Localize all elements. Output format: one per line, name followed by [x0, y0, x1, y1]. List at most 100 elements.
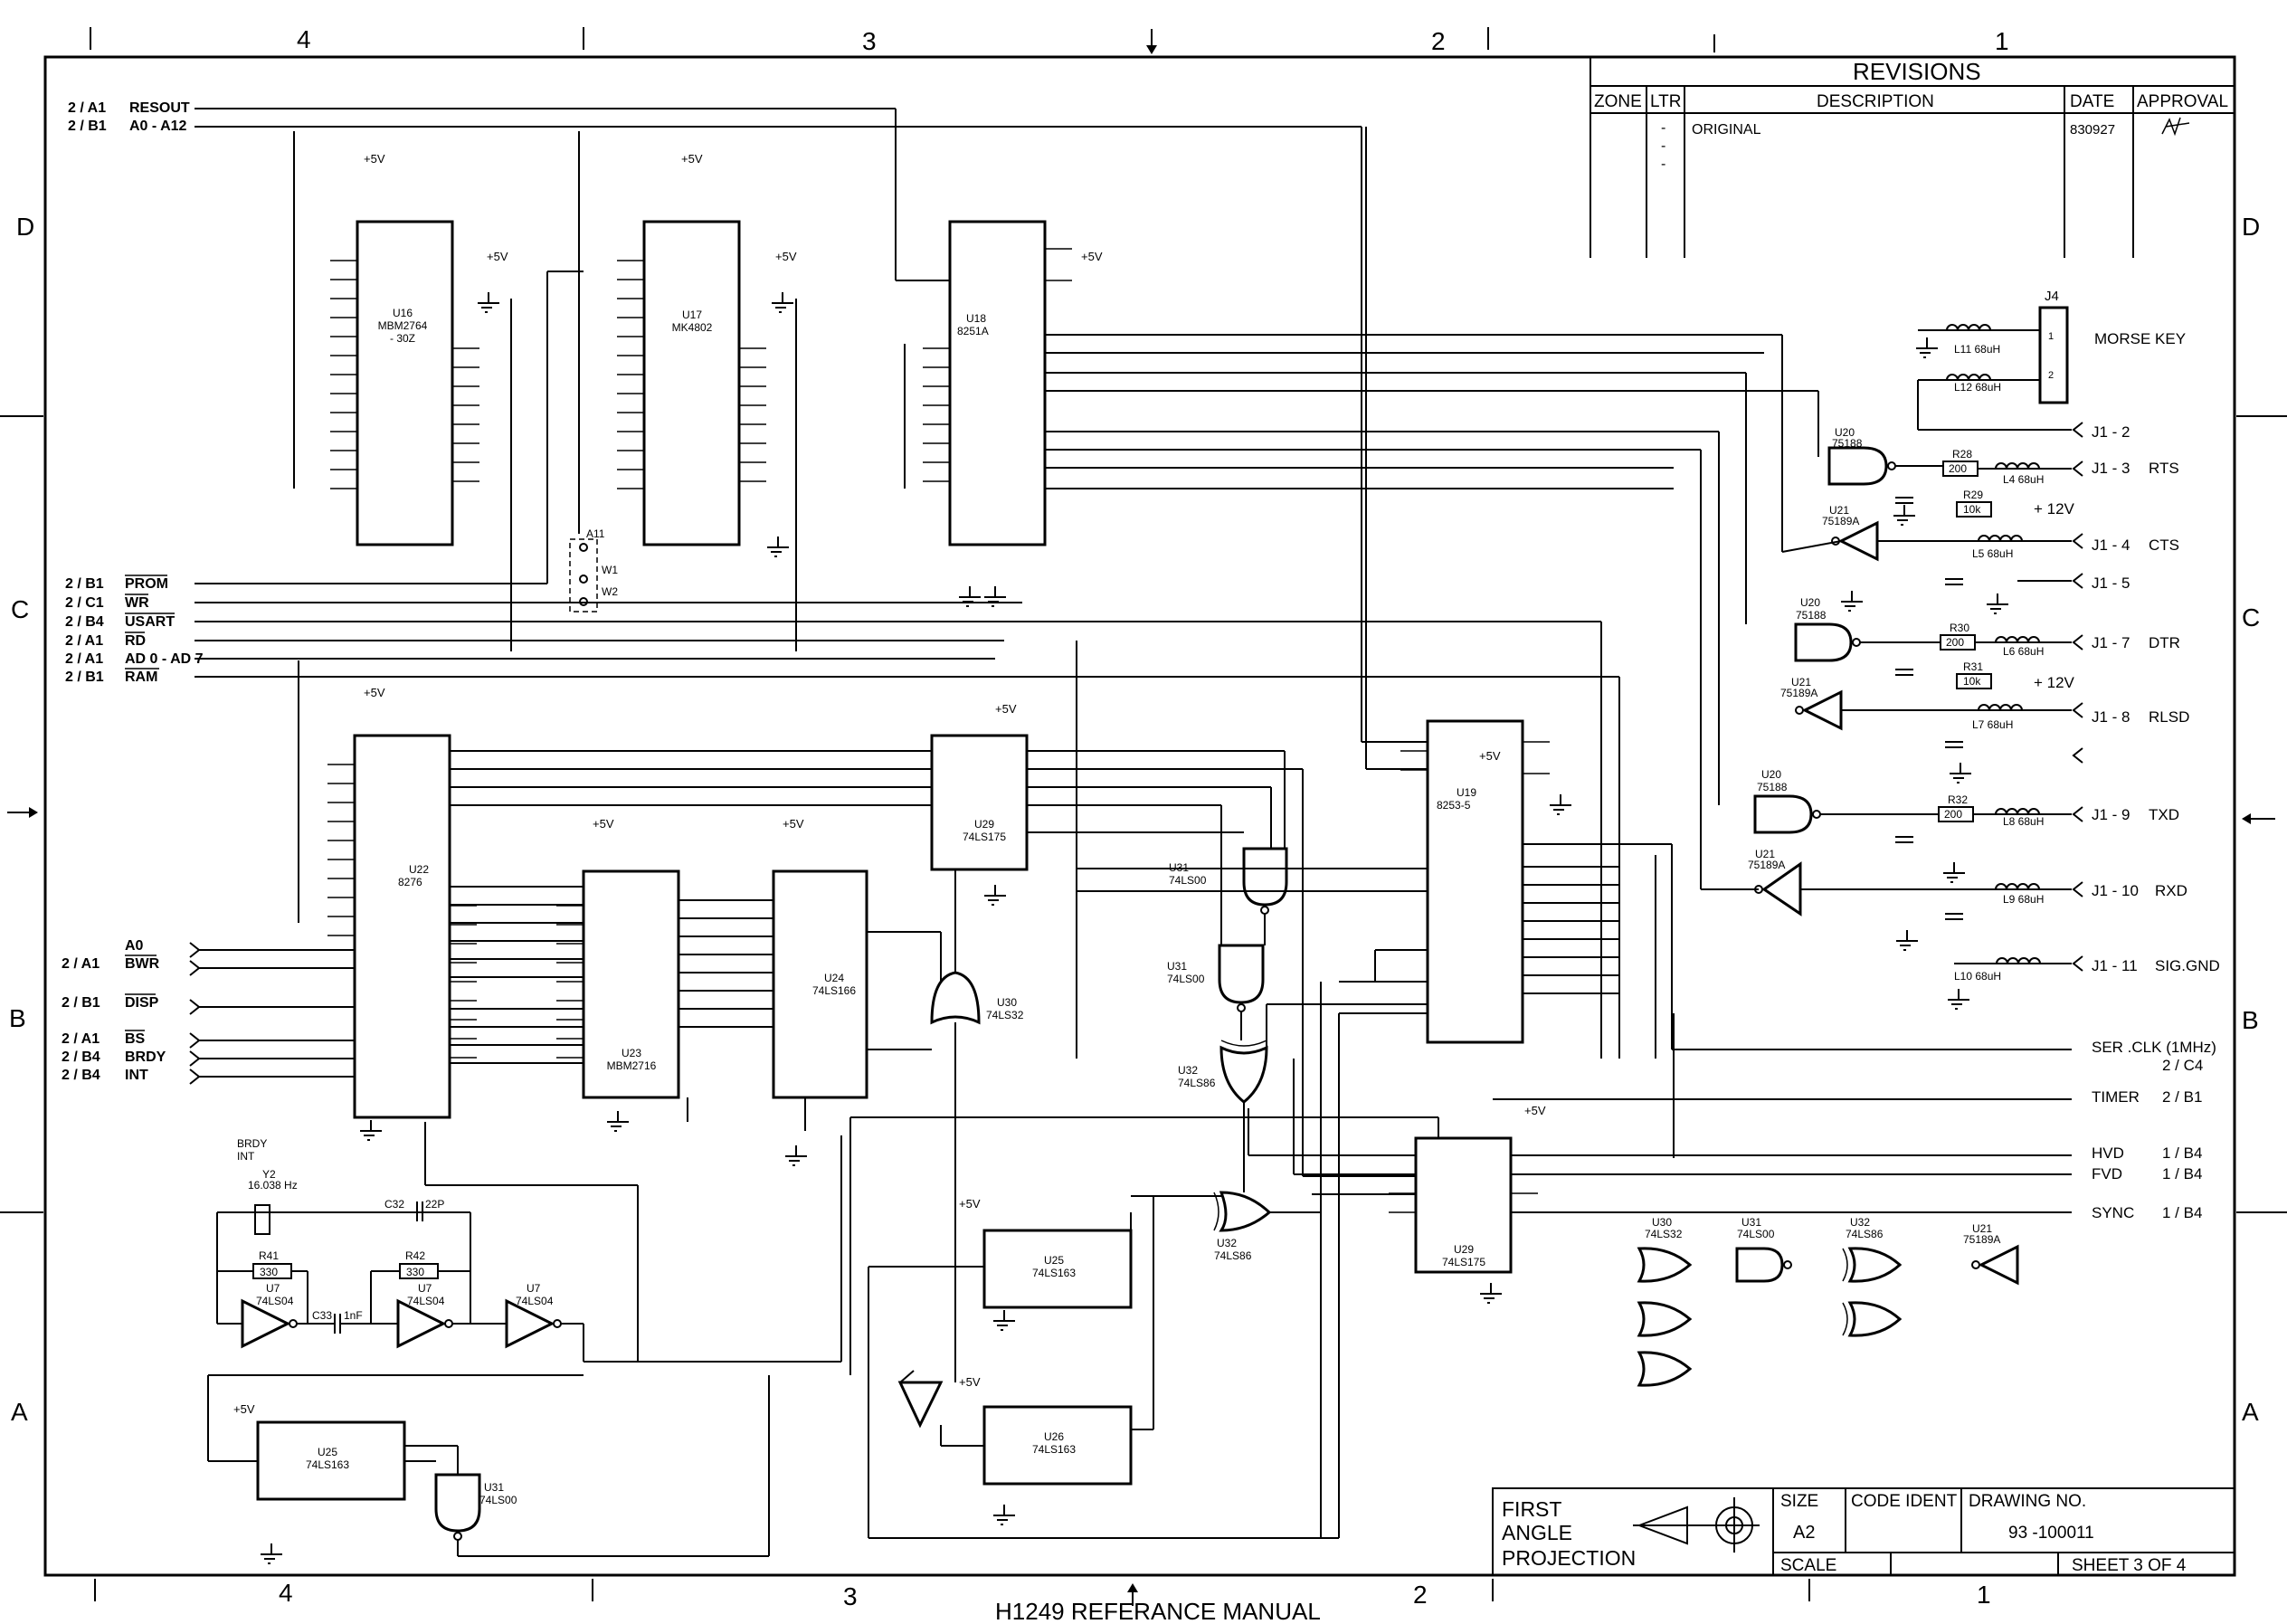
- capacitor-symbols: [1895, 497, 1963, 920]
- gate-u31c: U31 74LS00: [434, 1473, 517, 1541]
- ic-u22: U22 8276: [353, 734, 451, 1119]
- revisions-block: REVISIONS ZONE LTR DESCRIPTION DATE APPR…: [1590, 57, 2235, 258]
- inductor-icon: [1946, 324, 1991, 331]
- serial-passives: R28 200 R29 10k + 12V R30 200 R31 10k + …: [1938, 343, 2075, 983]
- l8-label: L8 68uH: [2003, 815, 2044, 828]
- c32-value: 22P: [425, 1198, 444, 1211]
- ic-u16: U16 MBM2764 - 30Z: [356, 220, 454, 546]
- sig-address-bus: A0 - A12: [129, 119, 187, 134]
- ic-u25a: U25 74LS163: [982, 1229, 1133, 1309]
- ic-u24: U24 74LS166: [772, 869, 868, 1099]
- zone-col-bottom-2: 2: [1413, 1581, 1428, 1609]
- title-block: FIRST ANGLE PROJECTION SIZE A2 CODE IDEN…: [1492, 1487, 2235, 1576]
- connector-chevron-icon: [2072, 881, 2083, 897]
- out-ser-clk: SER .CLK (1MHz): [2092, 1039, 2216, 1056]
- ic-u19: U19 8253-5: [1426, 719, 1524, 1044]
- buffer-u21c: U21 75189A: [1748, 848, 1802, 916]
- drawing-border: [43, 55, 2236, 1577]
- sig-ref-disp: 2 / B1: [62, 995, 100, 1011]
- r28-value: 200: [1949, 462, 1967, 475]
- plus5-label: +5V: [233, 1402, 255, 1416]
- u7a-part: 74LS04: [256, 1295, 294, 1307]
- zone-row-right-c: C: [2242, 603, 2260, 632]
- u30-part: 74LS32: [986, 1009, 1024, 1021]
- sig-bwr: BWR: [125, 956, 160, 972]
- connector-chevron-icon: [2072, 747, 2083, 764]
- scale-label: SCALE: [1780, 1556, 1836, 1575]
- ground-icon: [959, 586, 981, 607]
- jumper-w2-label: W2: [602, 585, 618, 598]
- j1-10-signal: RXD: [2155, 882, 2187, 899]
- sheet-number: SHEET 3 OF 4: [2072, 1556, 2187, 1575]
- out-hvd: HVD: [2092, 1144, 2124, 1162]
- sig-ref-resout: 2 / A1: [68, 100, 106, 116]
- u18-ref: U18: [966, 312, 986, 325]
- j4-ref: J4: [2045, 289, 2059, 304]
- plus5-label: +5V: [959, 1375, 981, 1389]
- spare-u32-ref: U32: [1850, 1216, 1870, 1229]
- spare-u31-ref: U31: [1741, 1216, 1761, 1229]
- out-timer-ref: 2 / B1: [2162, 1088, 2202, 1106]
- resistor-r31: [1956, 673, 1992, 689]
- ground-symbols: [261, 292, 2008, 1564]
- crystal-y2: [254, 1204, 270, 1235]
- zone-row-right-b: B: [2242, 1006, 2259, 1034]
- footer-title: H1249 REFERANCE MANUAL: [995, 1598, 1321, 1624]
- u23-ref: U23: [622, 1047, 641, 1059]
- spare-u30-part: 74LS32: [1645, 1228, 1683, 1240]
- gate-u20c: U20 75188: [1753, 768, 1821, 834]
- u32b-part: 74LS86: [1214, 1249, 1252, 1262]
- u7b-part: 74LS04: [407, 1295, 445, 1307]
- r32-ref: R32: [1948, 793, 1968, 806]
- u17-part: MK4802: [672, 321, 713, 334]
- ground-icon: [1916, 337, 1938, 358]
- input-chevron-icon: [189, 1068, 355, 1085]
- zone-col-bottom-1: 1: [1977, 1581, 1991, 1609]
- ic-u29a: U29 74LS175: [930, 734, 1029, 871]
- out-fvd: FVD: [2092, 1165, 2122, 1182]
- rev-date: 830927: [2070, 122, 2115, 138]
- u23-part: MBM2716: [607, 1059, 657, 1072]
- u16-sub: - 30Z: [390, 332, 415, 345]
- gate-u32a: U32 74LS86: [1178, 1040, 1268, 1104]
- u30-ref: U30: [997, 996, 1017, 1009]
- j1-3-signal: RTS: [2149, 460, 2179, 477]
- u20a-part: 75188: [1832, 437, 1863, 450]
- revisions-title: REVISIONS: [1853, 58, 1981, 85]
- u20c-part: 75188: [1757, 781, 1788, 793]
- u32b-ref: U32: [1217, 1237, 1237, 1249]
- sig-a0: A0: [125, 938, 144, 954]
- inductor-icon: [1995, 883, 2040, 890]
- plus5-label: +5V: [593, 817, 614, 831]
- u20b-part: 75188: [1796, 609, 1827, 622]
- r28-ref: R28: [1952, 448, 1972, 461]
- sig-ref-bs: 2 / A1: [62, 1031, 100, 1047]
- j1-9-label: J1 - 9: [2092, 806, 2130, 823]
- u7c-ref: U7: [527, 1282, 541, 1295]
- buffer-u21b: U21 75189A: [1780, 676, 1843, 731]
- plus5-labels: +5V+5V+5V+5V+5V+5V+5V+5V+5V+5V+5V+5V+5V+…: [233, 152, 1546, 1416]
- gate-u30: U30 74LS32: [930, 971, 1024, 1025]
- ic-u29b: U29 74LS175: [1414, 1136, 1513, 1274]
- ground-icon: [1550, 794, 1571, 815]
- int-note: INT: [237, 1150, 255, 1163]
- y2-freq: 16.038 Hz: [248, 1179, 298, 1192]
- j1-7-signal: DTR: [2149, 634, 2180, 651]
- ground-icon: [1948, 989, 1969, 1010]
- out-timer: TIMER: [2092, 1088, 2140, 1106]
- svg-text:2: 2: [2048, 370, 2054, 381]
- connector-chevrons: [189, 422, 2083, 1085]
- ground-icon: [1841, 591, 1863, 612]
- plus5-label: +5V: [364, 686, 385, 699]
- spare-u31-part: 74LS00: [1737, 1228, 1775, 1240]
- j1-connector-labels: J1 - 2 J1 - 3 RTS J1 - 4 CTS J1 - 5 J1 -…: [2092, 423, 2220, 974]
- u19-ref: U19: [1457, 786, 1476, 799]
- plus5-label: +5V: [1524, 1104, 1546, 1117]
- r32-value: 200: [1944, 808, 1962, 821]
- inverter-u7c: U7 74LS04: [505, 1282, 562, 1349]
- u21a-ref: U21: [1829, 504, 1849, 517]
- ic-u25b: U25 74LS163: [256, 1420, 406, 1501]
- connector-j4: J4 1 2 MORSE KEY: [2038, 289, 2186, 404]
- j1-8-label: J1 - 8: [2092, 708, 2130, 726]
- u19-part: 8253-5: [1437, 799, 1471, 812]
